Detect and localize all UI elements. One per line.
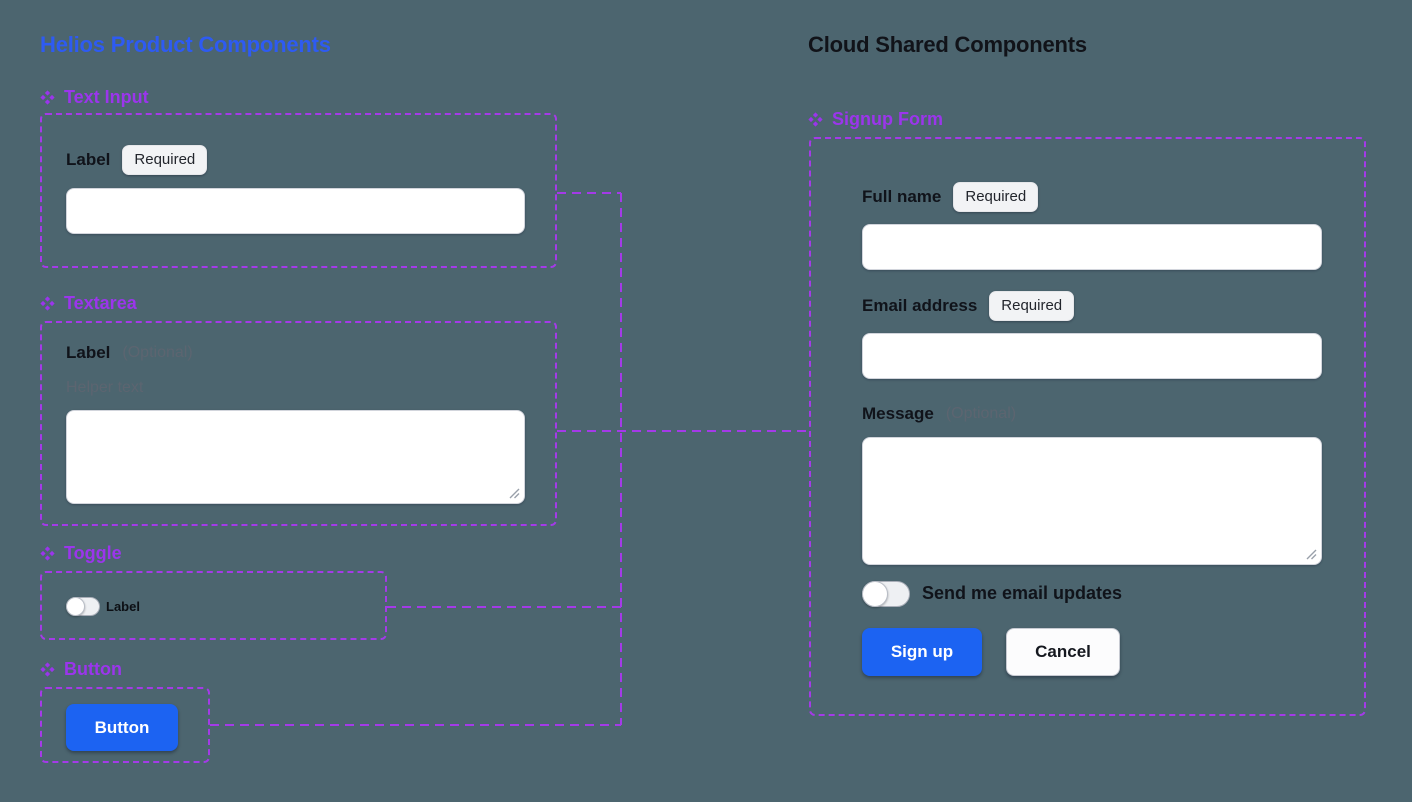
component-icon — [40, 296, 55, 311]
required-badge: Required — [953, 182, 1039, 212]
resize-handle-icon[interactable] — [508, 487, 520, 499]
component-heading-label: Toggle — [64, 543, 122, 563]
field-label-row: Label (Optional) — [66, 343, 193, 363]
required-badge: Required — [989, 291, 1075, 321]
toggle-knob — [66, 597, 85, 616]
optional-hint: (Optional) — [945, 405, 1017, 422]
message-textarea[interactable] — [862, 437, 1322, 565]
toggle-label: Label — [106, 599, 140, 614]
component-icon — [40, 546, 55, 561]
field-label: Label — [66, 150, 111, 169]
field-label: Email address — [862, 296, 978, 315]
field-label-row: Label Required — [66, 145, 208, 175]
field-label-row: Message (Optional) — [862, 404, 1016, 424]
text-input-field[interactable] — [66, 188, 525, 234]
signup-form-frame: Full name Required Email address Require… — [809, 137, 1366, 716]
component-icon — [808, 112, 823, 127]
primary-button[interactable]: Button — [66, 704, 178, 751]
sign-up-button[interactable]: Sign up — [862, 628, 982, 676]
left-section-title: Helios Product Components — [40, 32, 331, 57]
component-icon — [40, 662, 55, 677]
component-heading-textarea[interactable]: Textarea — [40, 293, 137, 314]
optional-hint: (Optional) — [122, 344, 193, 361]
field-label: Message — [862, 404, 934, 423]
toggle-component: Label — [40, 571, 387, 640]
resize-handle-icon[interactable] — [1305, 548, 1317, 560]
email-address-input[interactable] — [862, 333, 1322, 379]
text-input-component: Label Required — [40, 113, 557, 268]
helper-text: Helper text — [66, 379, 144, 396]
textarea-component: Label (Optional) Helper text — [40, 321, 557, 526]
email-updates-label: Send me email updates — [922, 583, 1123, 603]
component-heading-toggle[interactable]: Toggle — [40, 543, 122, 564]
textarea-field[interactable] — [66, 410, 525, 504]
right-section-title: Cloud Shared Components — [808, 32, 1087, 57]
component-heading-button[interactable]: Button — [40, 659, 122, 680]
button-component: Button — [40, 687, 210, 763]
toggle-switch[interactable] — [66, 597, 100, 616]
field-label-row: Full name Required — [862, 182, 1039, 212]
cancel-button[interactable]: Cancel — [1006, 628, 1120, 676]
toggle-knob — [862, 581, 888, 607]
field-label: Full name — [862, 187, 942, 206]
component-heading-text-input[interactable]: Text Input — [40, 87, 149, 108]
component-heading-label: Text Input — [64, 87, 149, 107]
component-heading-label: Signup Form — [832, 109, 943, 129]
field-label-row: Email address Required — [862, 291, 1075, 321]
component-heading-label: Textarea — [64, 293, 137, 313]
field-label: Label — [66, 343, 111, 362]
full-name-input[interactable] — [862, 224, 1322, 270]
email-updates-toggle[interactable] — [862, 581, 910, 607]
component-icon — [40, 90, 55, 105]
component-heading-signup-form[interactable]: Signup Form — [808, 109, 943, 130]
required-badge: Required — [122, 145, 208, 175]
component-heading-label: Button — [64, 659, 122, 679]
